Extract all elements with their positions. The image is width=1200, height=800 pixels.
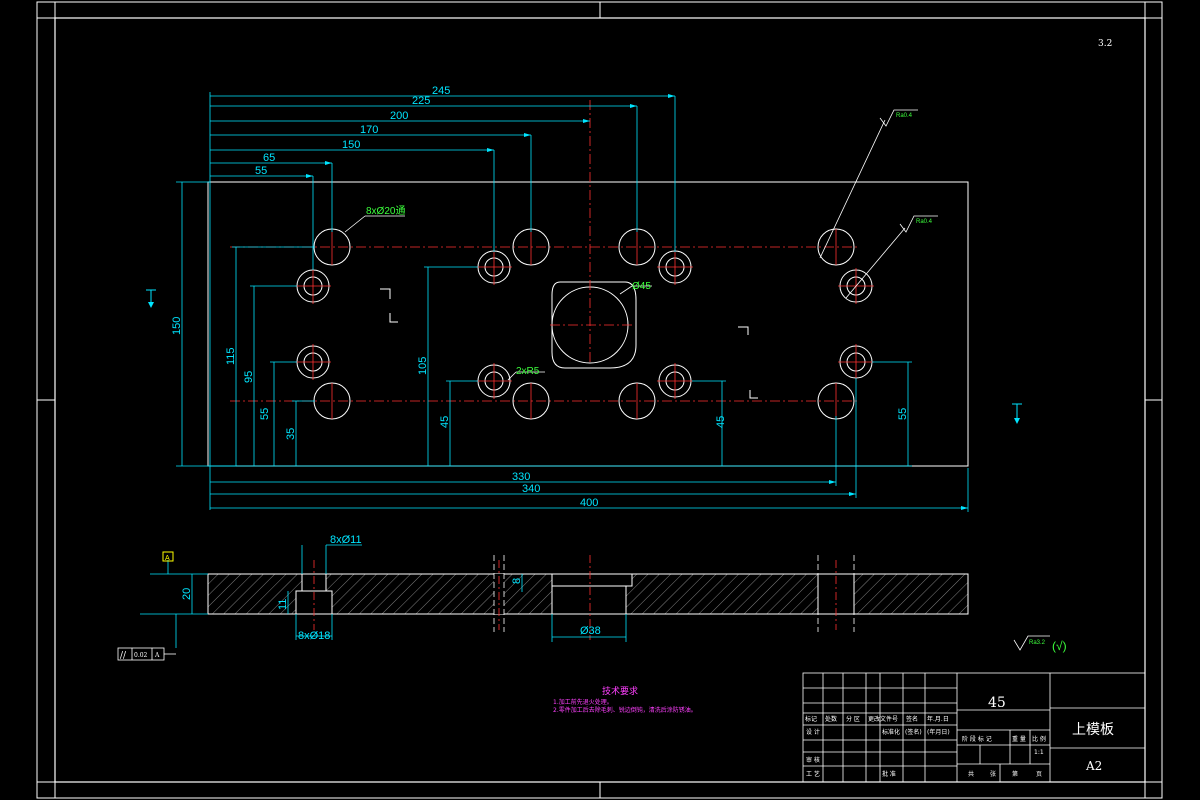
section-view: 8xØ11 8xØ18 20 11 8 Ø38 A // 0.02 A [117,534,969,661]
dim-400: 400 [580,497,598,509]
dim-115-v: 115 [225,347,237,365]
hdr-2: 分 区 [846,715,860,723]
approve: 批 准 [882,770,896,778]
sheets-2: 第 [1012,770,1018,778]
dim-55-v-right: 55 [897,408,909,420]
stage-0: 阶 段 标 记 [962,735,992,743]
part-name: 上模板 [1072,722,1114,738]
recess-depth-callout: 8 [511,578,523,584]
dim-150-v: 150 [171,317,183,335]
dim-200: 200 [390,110,408,122]
sheet-frame [36,1,1163,799]
dim-330: 330 [512,471,530,483]
dim-35-v: 35 [285,428,297,440]
dim-225: 225 [412,95,430,107]
hdr-4: 签名 [906,715,918,723]
flatness-symbol: // [120,651,127,661]
title-block-text: 45 上模板 A2 1:1 标记 处数 分 区 更改文件号 签名 年.月.日 设… [805,695,1114,778]
hdr-5: 年.月.日 [927,715,949,723]
sign: (签名) [905,728,922,736]
top-holes-callout: 8xØ11 [330,534,362,546]
scale-value: 1:1 [1034,749,1044,756]
slot-radius-callout: 2xR5 [516,366,540,377]
dim-55-v: 55 [259,408,271,420]
center-hole-callout: Ø45 [632,281,651,292]
sheet-size: A2 [1085,759,1102,773]
dim-150: 150 [342,139,360,151]
stage-2: 比 例 [1032,735,1046,743]
dim-170: 170 [360,124,378,136]
thickness-callout: 20 [181,588,193,600]
dim-95-v: 95 [243,371,255,383]
tech-line-2: 2.零件加工后去除毛刺、锐边倒钝，清洗后涂防锈油。 [553,706,697,714]
dim-105-v: 105 [417,357,429,375]
tech-title: 技术要求 [602,685,638,697]
standardize: 标准化 [882,728,900,736]
datum-label: A [165,555,170,562]
hdr-0: 标记 [805,715,817,723]
sheets-3: 页 [1036,771,1042,778]
dim-65: 65 [263,152,275,164]
date: (年月日) [927,728,950,736]
roughness-a-label: Ra0.4 [896,113,913,119]
hdr-1: 处数 [825,715,837,723]
flatness-value: 0.02 [134,652,148,659]
dim-55: 55 [255,165,267,177]
top-view: 245 225 200 170 150 65 55 330 340 400 15… [146,85,1022,512]
general-roughness-paren: (√) [1052,639,1067,653]
row-review: 审 核 [806,756,820,764]
row-process: 工 艺 [806,770,820,778]
row-design: 设 计 [806,728,820,736]
general-roughness-value: Ra3.2 [1029,640,1046,646]
through-hole-group [313,228,855,420]
counterbore-depth-callout: 11 [277,599,289,610]
flatness-datum: A [154,652,160,659]
counterbore-hole-group [296,250,873,398]
tech-requirements: 技术要求 1.加工前先退火处理。 2.零件加工后去除毛刺、锐边倒钝，清洗后涂防锈… [553,685,697,714]
bottom-holes-callout: 8xØ18 [298,630,330,642]
roughness-b-label: Ra0.4 [916,219,933,225]
sheets-1: 张 [990,770,996,778]
title-block [802,672,1146,783]
dim-45-v-right: 45 [715,416,727,428]
dim-45-v: 45 [439,416,451,428]
dim-340: 340 [522,483,540,495]
stage-1: 重 量 [1012,735,1026,743]
dim-245: 245 [432,85,450,97]
general-roughness: Ra3.2 (√) [1013,635,1067,653]
plate-outline [207,181,969,467]
corner-label: 3.2 [1098,39,1112,49]
sheets-0: 共 [968,770,974,778]
tech-line-1: 1.加工前先退火处理。 [553,698,613,706]
bolt-hole-callout: 8xØ20通 [366,205,405,217]
material-label: 45 [988,695,1006,711]
hdr-3: 更改文件号 [868,715,898,723]
recess-width-callout: Ø38 [580,625,601,637]
